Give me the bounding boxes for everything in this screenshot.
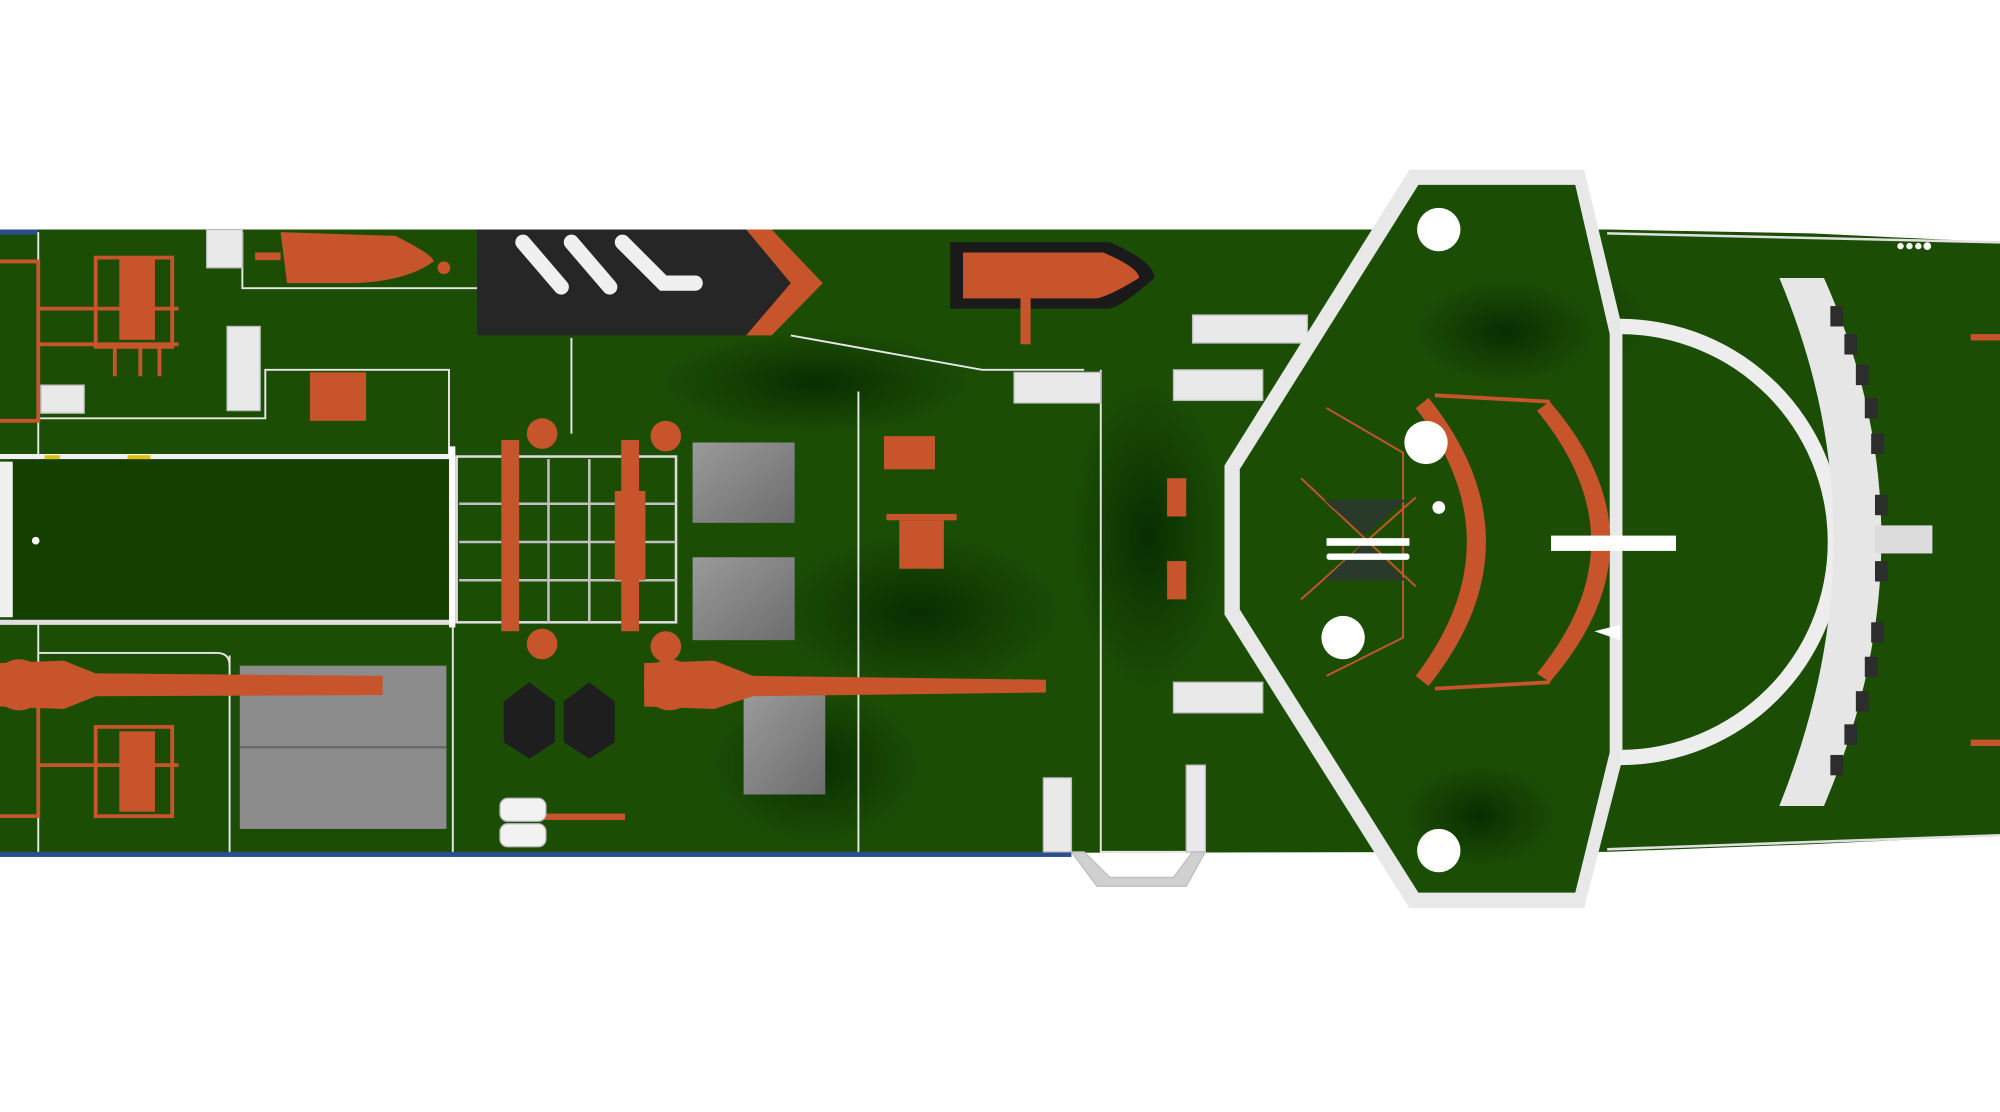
deck-crane xyxy=(0,659,1046,711)
fenders xyxy=(503,682,615,759)
liferaft-canisters xyxy=(499,797,547,848)
cargo-hatch xyxy=(0,446,456,628)
bridge-deck xyxy=(1224,169,1933,908)
bow-fittings xyxy=(1897,242,2000,747)
rescue-boat xyxy=(950,242,1155,345)
funnel-exhaust xyxy=(477,229,823,336)
radar-mast xyxy=(1300,393,1677,691)
stairways xyxy=(40,228,1309,887)
side-winches xyxy=(0,255,179,819)
satellite-domes xyxy=(1321,207,1461,873)
lifeboat xyxy=(255,232,451,284)
small-equipment xyxy=(309,372,1187,820)
net-winch-assembly xyxy=(455,418,682,662)
bridge-windows xyxy=(1830,306,1888,776)
